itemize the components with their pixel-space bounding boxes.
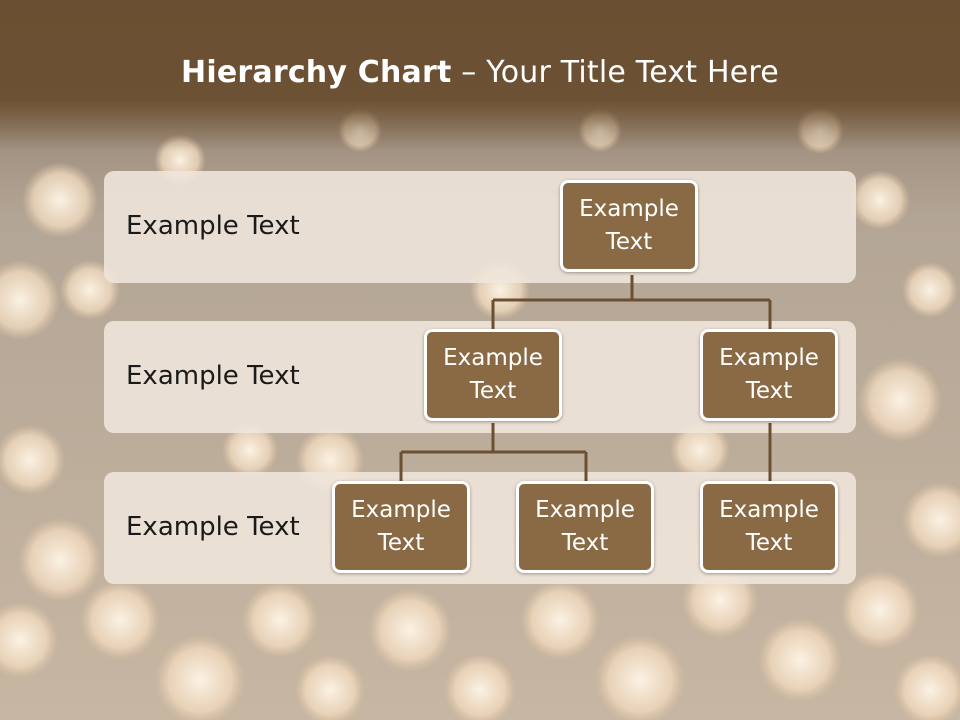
title-rest: – Your Title Text Here xyxy=(451,55,779,90)
node-level2-right: Example Text xyxy=(700,329,838,421)
node-level3-2: Example Text xyxy=(516,481,654,573)
node-label: Example Text xyxy=(351,497,451,556)
node-level2-left: Example Text xyxy=(424,329,562,421)
node-level3-3: Example Text xyxy=(700,481,838,573)
level-label-2: Example Text xyxy=(126,361,300,391)
page-title: Hierarchy Chart – Your Title Text Here xyxy=(0,55,960,90)
node-label: Example Text xyxy=(719,497,819,556)
node-label: Example Text xyxy=(443,345,543,404)
level-label-3: Example Text xyxy=(126,512,300,542)
level-label-1: Example Text xyxy=(126,211,300,241)
node-label: Example Text xyxy=(719,345,819,404)
title-header xyxy=(0,0,960,150)
node-root-label: Example Text xyxy=(579,196,679,255)
node-root: Example Text xyxy=(560,180,698,272)
node-label: Example Text xyxy=(535,497,635,556)
level-band-1 xyxy=(104,171,856,283)
node-level3-1: Example Text xyxy=(332,481,470,573)
title-bold: Hierarchy Chart xyxy=(181,55,452,90)
